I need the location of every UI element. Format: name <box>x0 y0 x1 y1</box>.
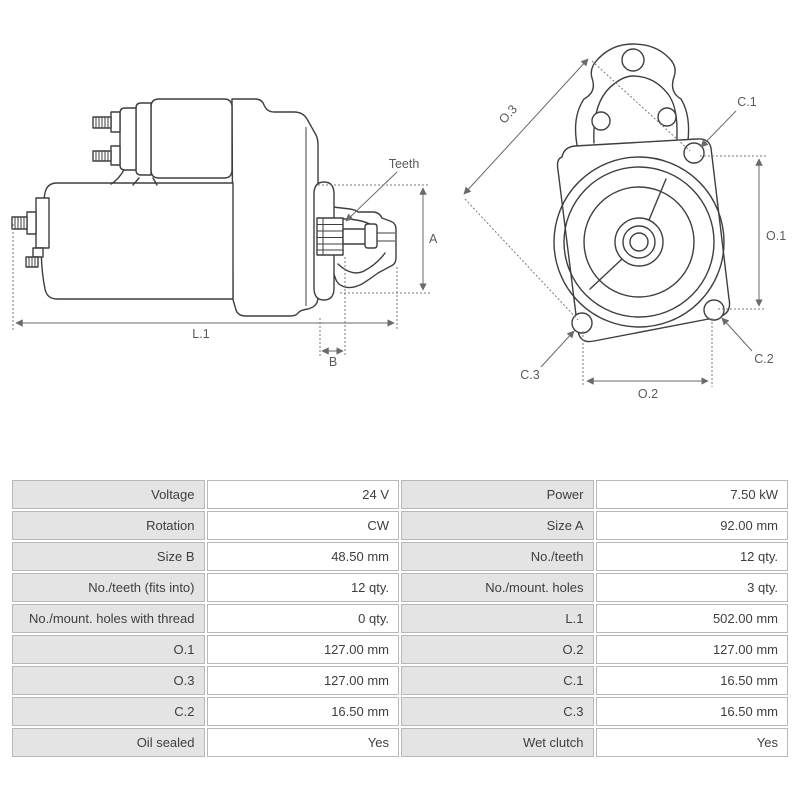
spec-value-cell: 92.00 mm <box>595 511 788 540</box>
table-row: No./mount. holes with thread 0 qty. L.1 … <box>12 604 788 633</box>
table-row: O.1 127.00 mm O.2 127.00 mm <box>12 635 788 664</box>
spec-label-cell: O.3 <box>12 666 205 695</box>
spec-value-cell: 12 qty. <box>206 573 399 602</box>
dim-c1-label: C.1 <box>737 95 757 109</box>
spec-label-cell: Wet clutch <box>401 728 594 757</box>
table-row: Rotation CW Size A 92.00 mm <box>12 511 788 540</box>
spec-label-cell: No./mount. holes <box>401 573 594 602</box>
spec-value-cell: Yes <box>595 728 788 757</box>
teeth-label: Teeth <box>389 157 420 171</box>
table-row: Oil sealed Yes Wet clutch Yes <box>12 728 788 757</box>
dim-l1-label: L.1 <box>192 327 209 341</box>
dim-c3-label: C.3 <box>520 368 540 382</box>
dim-o3-label: O.3 <box>496 102 520 126</box>
dim-o1-label: O.1 <box>766 229 786 243</box>
table-row: C.2 16.50 mm C.3 16.50 mm <box>12 697 788 726</box>
technical-drawing: Teeth A L.1 B <box>11 43 786 401</box>
spec-value-cell: 16.50 mm <box>595 666 788 695</box>
spec-label-cell: No./mount. holes with thread <box>12 604 205 633</box>
spec-value-cell: 16.50 mm <box>595 697 788 726</box>
side-view-diagram: Teeth A L.1 B <box>11 98 438 369</box>
table-row: Voltage 24 V Power 7.50 kW <box>12 480 788 509</box>
spec-value-cell: 3 qty. <box>595 573 788 602</box>
spec-value-cell: 127.00 mm <box>206 635 399 664</box>
front-view-diagram: O.3 O.1 O.2 C.1 C.2 C.3 <box>463 43 786 401</box>
spec-value-cell: 127.00 mm <box>206 666 399 695</box>
spec-value-cell: 7.50 kW <box>595 480 788 509</box>
spec-label-cell: Voltage <box>12 480 205 509</box>
spec-label-cell: Power <box>401 480 594 509</box>
spec-label-cell: No./teeth (fits into) <box>12 573 205 602</box>
spec-value-cell: 24 V <box>206 480 399 509</box>
spec-value-cell: 502.00 mm <box>595 604 788 633</box>
table-row: No./teeth (fits into) 12 qty. No./mount.… <box>12 573 788 602</box>
spec-value-cell: 12 qty. <box>595 542 788 571</box>
spec-label-cell: L.1 <box>401 604 594 633</box>
spec-label-cell: C.2 <box>12 697 205 726</box>
dim-a-label: A <box>429 232 438 246</box>
spec-label-cell: Oil sealed <box>12 728 205 757</box>
spec-label-cell: Rotation <box>12 511 205 540</box>
spec-label-cell: No./teeth <box>401 542 594 571</box>
spec-value-cell: 16.50 mm <box>206 697 399 726</box>
spec-label-cell: Size A <box>401 511 594 540</box>
spec-label-cell: C.1 <box>401 666 594 695</box>
table-row: Size B 48.50 mm No./teeth 12 qty. <box>12 542 788 571</box>
spec-label-cell: C.3 <box>401 697 594 726</box>
spec-value-cell: 0 qty. <box>206 604 399 633</box>
dim-b-label: B <box>329 355 337 369</box>
spec-value-cell: 48.50 mm <box>206 542 399 571</box>
table-row: O.3 127.00 mm C.1 16.50 mm <box>12 666 788 695</box>
spec-table: Voltage 24 V Power 7.50 kW Rotation CW S… <box>10 478 790 759</box>
dim-o2-label: O.2 <box>638 387 658 401</box>
spec-value-cell: 127.00 mm <box>595 635 788 664</box>
dim-c2-label: C.2 <box>754 352 774 366</box>
spec-label-cell: O.1 <box>12 635 205 664</box>
spec-value-cell: Yes <box>206 728 399 757</box>
spec-value-cell: CW <box>206 511 399 540</box>
spec-label-cell: Size B <box>12 542 205 571</box>
spec-label-cell: O.2 <box>401 635 594 664</box>
